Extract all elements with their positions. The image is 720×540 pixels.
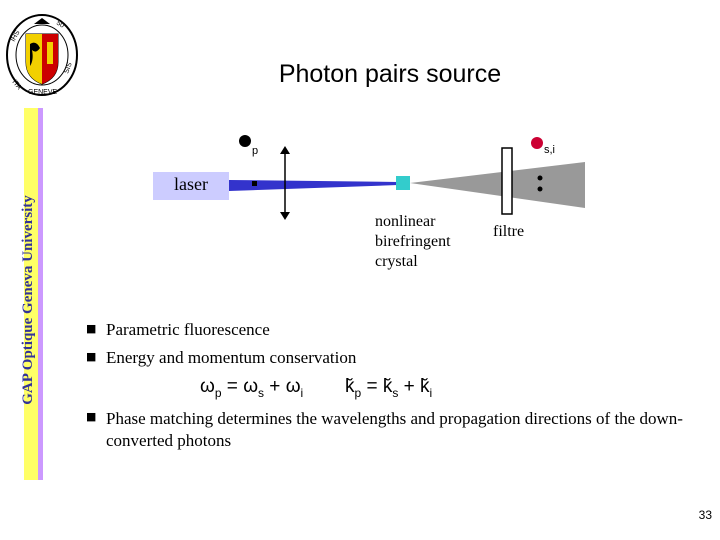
slide-title: Photon pairs source: [278, 60, 502, 88]
photon-marker-2: [537, 186, 543, 192]
fluorescence-cone: [410, 162, 585, 208]
laser-box: [153, 172, 229, 200]
crystal-label: nonlinear birefringent crystal: [375, 213, 451, 270]
bullet-text: Energy and momentum conservation: [106, 348, 357, 367]
svg-text:50: 50: [55, 20, 65, 30]
nonlinear-crystal: [396, 176, 410, 190]
filter-label: filtre: [493, 223, 525, 240]
filter: [501, 147, 513, 215]
beam-marker: [252, 181, 257, 186]
university-seal-logo: IHS 50 ITA GENEVE SIS: [6, 14, 78, 96]
side-bar-yellow: [24, 108, 38, 480]
photon-marker-1: [537, 175, 543, 181]
energy-conservation-equation: ωp = ωs + ωi: [200, 376, 304, 400]
side-bar-purple: [38, 108, 43, 480]
bullet-marker: ■: [86, 350, 97, 363]
pump-label: p: [252, 145, 259, 157]
signal-idler-photon-dot: [531, 137, 543, 149]
momentum-conservation-equation: k̆p = k̆s + k̆i: [345, 376, 433, 400]
svg-text:GENEVE: GENEVE: [28, 89, 58, 96]
bullet-text: Phase matching determines the wavelength…: [106, 409, 683, 450]
bullet-marker: ■: [86, 410, 97, 423]
signal-idler-label: s,i: [544, 144, 555, 156]
bullet-text: Parametric fluorescence: [106, 320, 270, 339]
laser-label: laser: [174, 174, 208, 194]
bullet-marker: ■: [86, 322, 97, 335]
pump-photon-dot: [239, 135, 251, 147]
laser-beam: [229, 180, 398, 191]
svg-text:SIS: SIS: [63, 61, 74, 74]
page-number: 33: [698, 508, 712, 522]
